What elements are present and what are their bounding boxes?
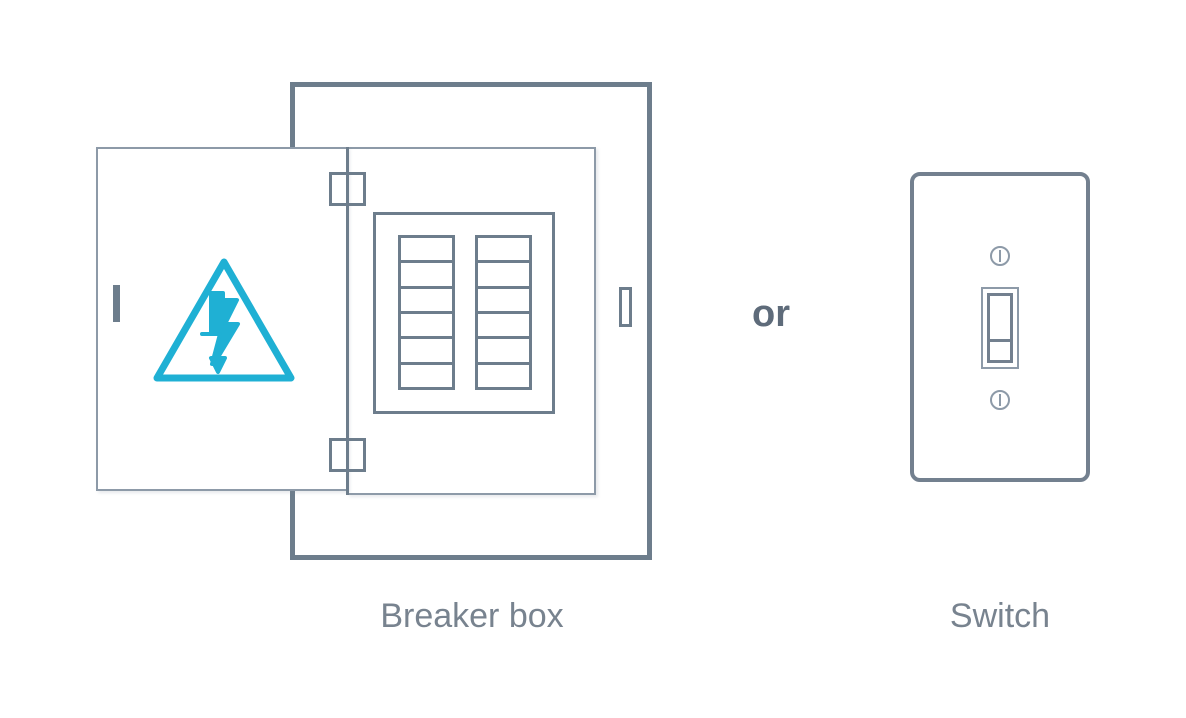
or-conjunction-label: or	[752, 293, 790, 335]
panel-latch[interactable]	[619, 287, 632, 327]
breaker-slot[interactable]	[398, 336, 455, 365]
breaker-slot[interactable]	[475, 235, 532, 264]
toggle-lever-lower-segment	[990, 342, 1010, 360]
door-handle[interactable]	[113, 285, 120, 322]
breaker-slot[interactable]	[475, 310, 532, 340]
toggle-lever-upper-segment	[990, 296, 1010, 342]
breaker-slot[interactable]	[475, 285, 532, 314]
breaker-column-left	[398, 235, 455, 390]
breaker-slot[interactable]	[398, 285, 455, 314]
breaker-box-caption: Breaker box	[380, 597, 564, 635]
breaker-slot-columns	[398, 235, 532, 390]
door-hinge-bottom	[329, 438, 366, 472]
switch-caption: Switch	[949, 597, 1051, 635]
breaker-column-right	[475, 235, 532, 390]
breaker-box-illustration: Breaker box	[96, 82, 652, 635]
door-hinge-top	[329, 172, 366, 206]
breaker-slot[interactable]	[398, 235, 455, 264]
high-voltage-warning-icon	[150, 252, 298, 386]
breaker-slot[interactable]	[398, 260, 455, 289]
breaker-slot[interactable]	[398, 361, 455, 390]
switch-screw-bottom-icon	[990, 390, 1010, 410]
breaker-slot[interactable]	[398, 310, 455, 340]
breaker-slot[interactable]	[475, 336, 532, 365]
door-hinge-spine	[346, 147, 349, 495]
breaker-slot[interactable]	[475, 361, 532, 390]
switch-toggle-lever[interactable]	[987, 293, 1013, 363]
breaker-slot[interactable]	[475, 260, 532, 289]
switch-screw-top-icon	[990, 246, 1010, 266]
